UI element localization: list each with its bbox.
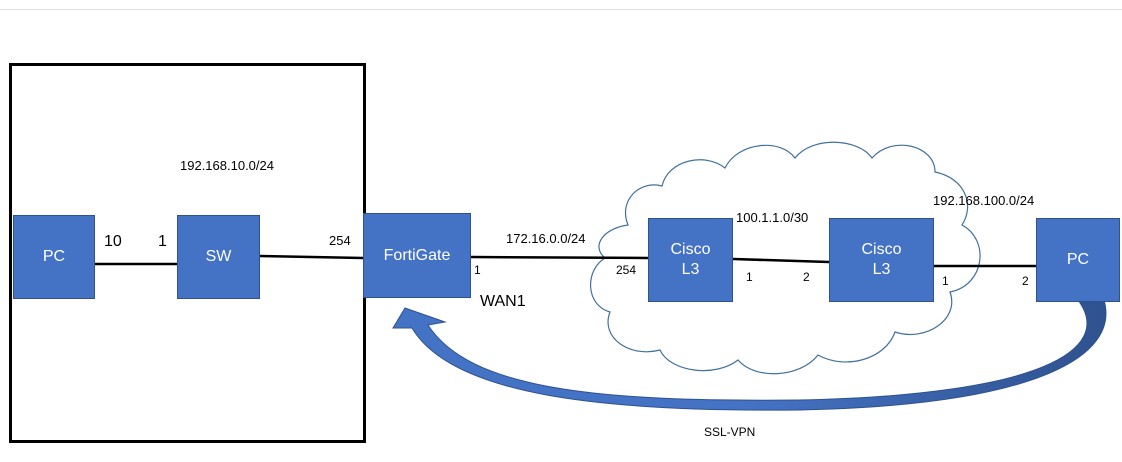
router2-transit-host-id: 2: [803, 270, 810, 284]
router2-label: Cisco L3: [861, 241, 902, 278]
wan-subnet-label: 172.16.0.0/24: [506, 231, 586, 246]
pc-left-host-id: 10: [104, 233, 122, 250]
link-sw-fortigate: [259, 254, 364, 260]
router1-node[interactable]: Cisco L3: [648, 218, 733, 302]
switch-host-id: 1: [158, 233, 167, 250]
pc-left-label: PC: [42, 248, 66, 265]
pc-right-label: PC: [1066, 251, 1090, 268]
switch-label: SW: [205, 248, 232, 265]
transit-subnet-label: 100.1.1.0/30: [736, 210, 809, 225]
router2-node[interactable]: Cisco L3: [829, 218, 934, 302]
internet-cloud: [590, 141, 981, 375]
ssl-vpn-arrow: [392, 299, 1107, 411]
router1-transit-host-id: 1: [746, 270, 753, 284]
router1-wan-host-id: 254: [616, 263, 637, 277]
ssl-vpn-label: SSL-VPN: [704, 425, 756, 439]
switch-node[interactable]: SW: [177, 215, 260, 299]
pc-left-node[interactable]: PC: [13, 215, 95, 299]
pc-right-node[interactable]: PC: [1036, 218, 1120, 302]
link-fortigate-router1: [470, 255, 649, 260]
window-top-edge: [0, 0, 1122, 10]
router1-label: Cisco L3: [670, 241, 711, 278]
fortigate-wan-host-id: 1: [474, 263, 481, 277]
fortigate-node[interactable]: FortiGate: [363, 213, 471, 298]
fortigate-lan-host-id: 254: [329, 233, 351, 248]
remote-subnet-label: 192.168.100.0/24: [933, 193, 1035, 208]
lan-subnet-label: 192.168.10.0/24: [180, 158, 274, 173]
fortigate-label: FortiGate: [383, 246, 451, 264]
pc-right-host-id: 2: [1022, 274, 1029, 288]
router2-remote-host-id: 1: [942, 274, 949, 288]
wan1-interface-label: WAN1: [480, 293, 526, 310]
link-router1-router2: [732, 257, 830, 264]
